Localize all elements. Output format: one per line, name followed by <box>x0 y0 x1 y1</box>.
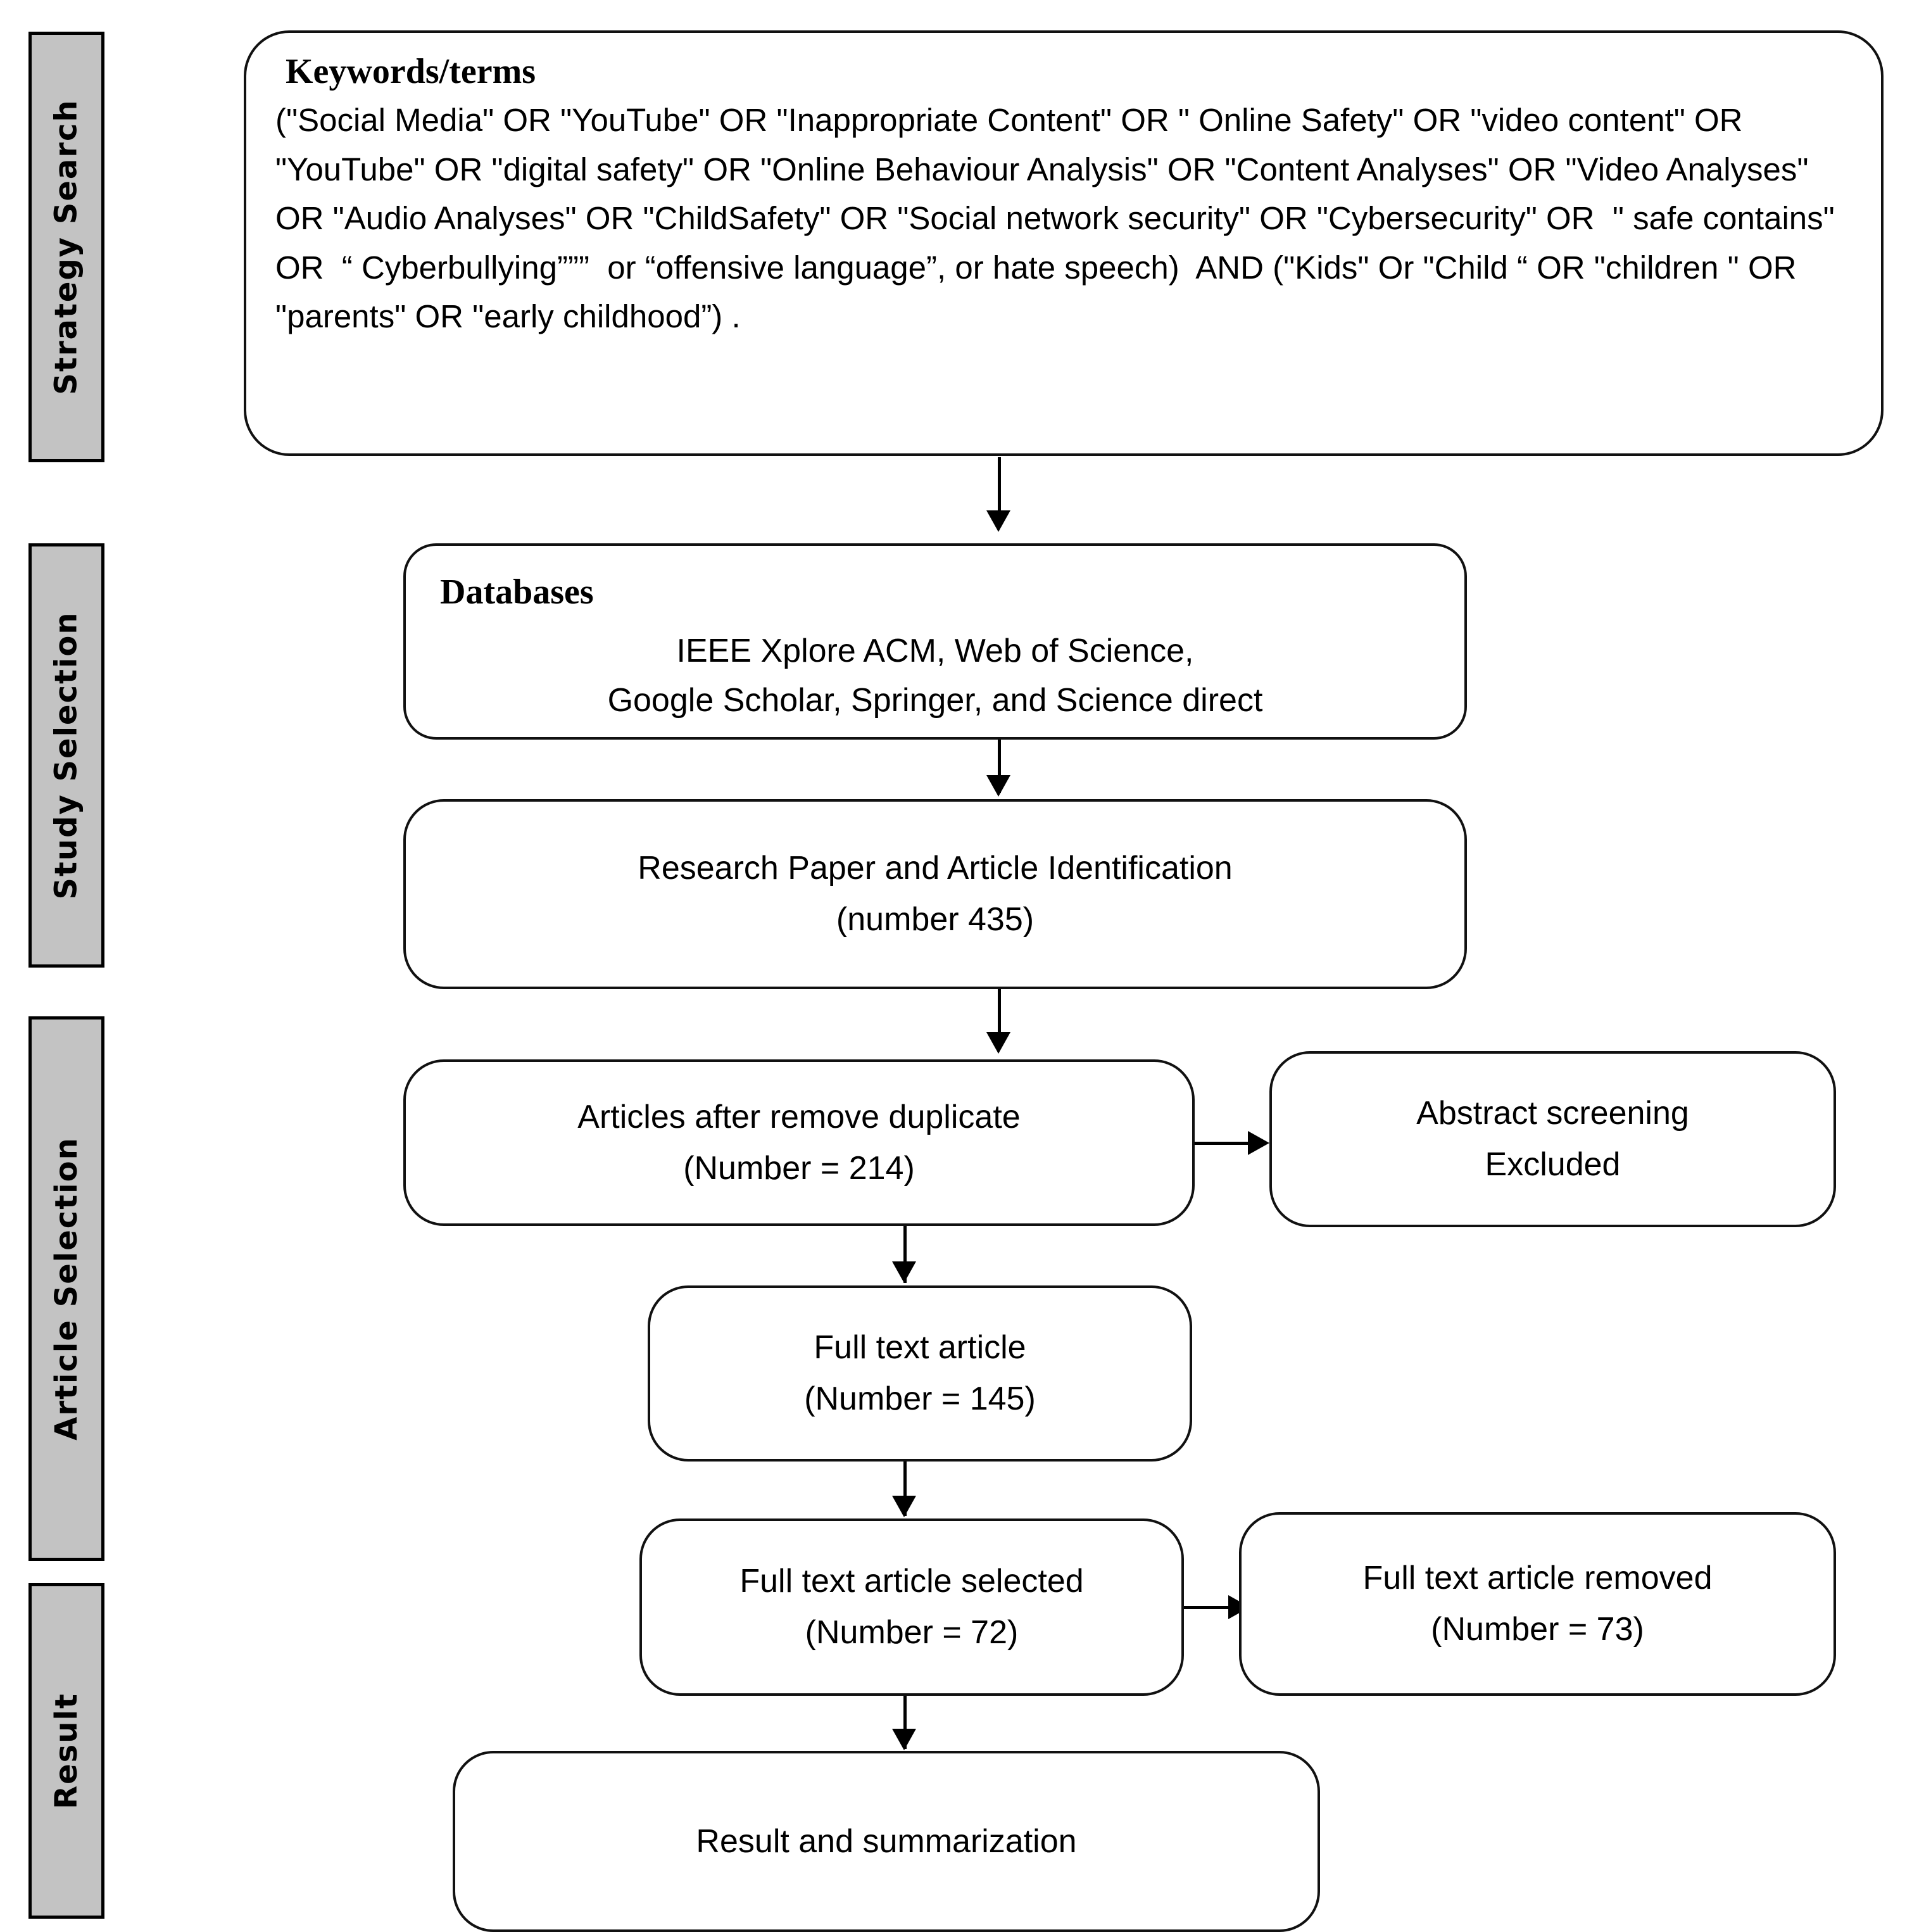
connector-full-text-to-selected <box>903 1462 907 1516</box>
full-text-selected-line-1: Full text article selected <box>739 1563 1084 1600</box>
stage-bar-article-selection: Article Selection <box>28 1016 104 1561</box>
identification-line-1: Research Paper and Article Identificatio… <box>638 850 1233 887</box>
full-text-line-2: (Number = 145) <box>804 1380 1036 1417</box>
arrow-full-text-to-selected <box>892 1496 916 1517</box>
stage-label-article-selection: Article Selection <box>49 1137 84 1441</box>
deduplicated-line-2: (Number = 214) <box>683 1149 915 1187</box>
full-text-removed-line-2: (Number = 73) <box>1431 1611 1644 1648</box>
full-text-line-1: Full text article <box>814 1329 1026 1367</box>
result-line-1: Result and summarization <box>696 1822 1077 1860</box>
arrow-identification-to-deduplicated <box>986 1032 1010 1054</box>
databases-box: Databases IEEE Xplore ACM, Web of Scienc… <box>403 543 1467 740</box>
connector-selected-to-removed <box>1184 1606 1238 1609</box>
identification-line-2: (number 435) <box>836 901 1035 938</box>
arrow-deduplicated-to-full-text <box>892 1261 916 1283</box>
full-text-selected-line-2: (Number = 72) <box>805 1614 1019 1651</box>
stage-bar-result: Result <box>28 1583 104 1919</box>
databases-heading: Databases <box>440 572 594 612</box>
deduplicated-box: Articles after remove duplicate (Number … <box>403 1059 1195 1226</box>
full-text-removed-line-1: Full text article removed <box>1362 1560 1713 1597</box>
stage-label-result: Result <box>49 1693 84 1809</box>
abstract-excluded-line-1: Abstract screening <box>1416 1095 1689 1132</box>
arrow-keywords-to-databases <box>986 510 1010 532</box>
abstract-excluded-line-2: Excluded <box>1485 1146 1621 1183</box>
connector-deduplicated-to-abstract-excluded <box>1195 1142 1264 1145</box>
stage-bar-strategy-search: Strategy Search <box>28 32 104 462</box>
result-box: Result and summarization <box>453 1751 1320 1932</box>
connector-identification-to-deduplicated <box>998 989 1001 1045</box>
abstract-excluded-box: Abstract screening Excluded <box>1269 1051 1836 1227</box>
keywords-query-text: ("Social Media" OR "YouTube" OR "Inappro… <box>275 102 1853 335</box>
deduplicated-line-1: Articles after remove duplicate <box>577 1098 1021 1135</box>
full-text-selected-box: Full text article selected (Number = 72) <box>639 1518 1184 1696</box>
keywords-terms-box: Keywords/terms ("Social Media" OR "YouTu… <box>244 30 1884 456</box>
connector-selected-to-result <box>903 1696 907 1749</box>
databases-line-1: IEEE Xplore ACM, Web of Science, <box>676 632 1194 669</box>
connector-keywords-to-databases <box>998 457 1001 527</box>
full-text-box: Full text article (Number = 145) <box>648 1285 1192 1462</box>
arrow-databases-to-identification <box>986 775 1010 797</box>
keywords-heading: Keywords/terms <box>286 52 536 91</box>
arrow-selected-to-result <box>892 1729 916 1750</box>
stage-label-strategy-search: Strategy Search <box>49 99 84 395</box>
identification-box: Research Paper and Article Identificatio… <box>403 799 1467 989</box>
full-text-removed-box: Full text article removed (Number = 73) <box>1239 1512 1836 1696</box>
stage-label-study-selection: Study Selection <box>49 611 84 900</box>
connector-deduplicated-to-full-text <box>903 1226 907 1283</box>
stage-bar-study-selection: Study Selection <box>28 543 104 968</box>
connector-databases-to-identification <box>998 740 1001 793</box>
databases-line-2: Google Scholar, Springer, and Science di… <box>607 681 1263 719</box>
arrow-deduplicated-to-abstract-excluded <box>1248 1131 1269 1155</box>
